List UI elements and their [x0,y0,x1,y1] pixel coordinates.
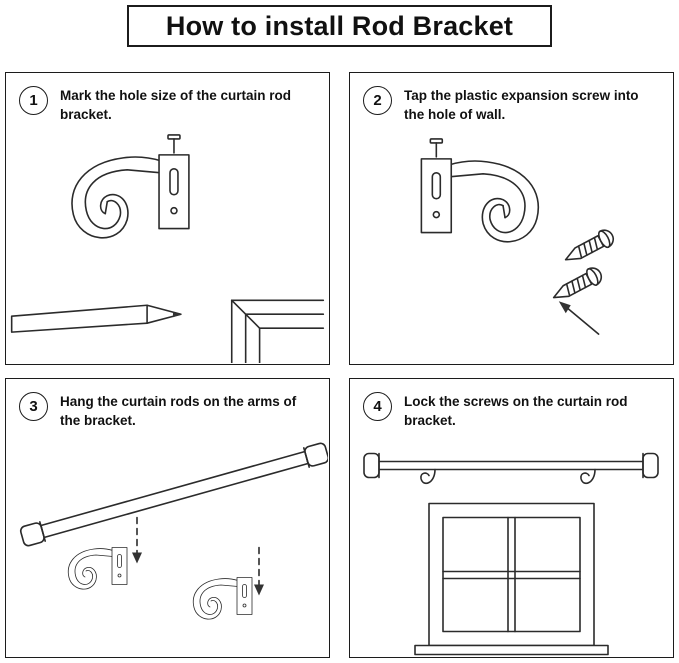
step-3-instruction: Hang the curtain rods on the arms of the… [60,394,297,428]
bracket-mounting-plate [158,154,190,230]
bracket-hole [170,206,178,215]
rod-bracket-hook [420,468,436,485]
arrow-head [132,552,142,564]
step-3-illustration [7,435,328,656]
step-panel-2: 2 Tap the plastic expansion screw into t… [349,72,674,365]
step-1-header: 1 Mark the hole size of the curtain rod … [6,73,329,125]
pencil-tip [146,304,182,324]
window-sill [414,644,609,656]
window-outer-frame [428,502,595,647]
step-2-drawing [420,138,615,335]
pencil-lead [172,312,181,318]
step-1-number-badge: 1 [19,86,48,115]
window-inner-frame [442,516,581,633]
screw-threads [577,236,599,259]
rod-body [40,450,309,539]
bracket-hook-outer [71,156,162,239]
window-illustration [414,502,609,656]
wall-bracket-illustration [67,547,128,590]
step-3-header: 3 Hang the curtain rods on the arms of t… [6,379,329,431]
step-1-illustration [7,129,328,363]
rod-finial-left [363,452,380,479]
window-mullion-vertical [507,516,516,633]
screw-shaft [552,272,593,299]
rod-body [378,460,644,471]
steps-grid: 1 Mark the hole size of the curtain rod … [5,72,674,658]
direction-arrow [558,301,600,335]
pencil-body [10,304,148,333]
step-1-instruction: Mark the hole size of the curtain rod br… [60,88,292,122]
bracket-hole [432,210,441,219]
step-2-number-badge: 2 [363,86,392,115]
dashed-arrow-down [132,516,142,564]
rod-finial-right [642,452,659,479]
step-panel-4: 4 Lock the screws on the curtain rod bra… [349,378,674,658]
screw-threads [565,274,587,297]
step-2-instruction: Tap the plastic expansion screw into the… [404,88,639,122]
expansion-screw-icon [564,229,615,261]
step-4-header: 4 Lock the screws on the curtain rod bra… [350,379,673,431]
mounted-rod-illustration [363,452,659,485]
rod-bracket-illustration [420,138,540,243]
step-panel-1: 1 Mark the hole size of the curtain rod … [5,72,330,365]
bracket-hook-inner [84,169,162,230]
pencil-illustration [10,304,182,333]
bracket-slot [169,168,179,196]
step-4-drawing [363,452,659,656]
dashed-arrow-down [254,546,264,596]
rod-finial-right [302,442,328,468]
step-3-drawing [19,442,328,620]
wall-bracket-illustration [192,577,253,620]
door-frame-illustration [230,299,325,363]
step-2-illustration [351,129,672,363]
curtain-rod-illustration [19,442,328,547]
step-4-number-badge: 4 [363,392,392,421]
door-frame-miter [230,299,261,329]
page-title: How to install Rod Bracket [127,5,552,47]
expansion-screw-icon [552,267,603,299]
screw-shaft [564,234,605,261]
step-panel-3: 3 Hang the curtain rods on the arms of t… [5,378,330,658]
arrow-head [558,301,571,314]
step-1-drawing [10,134,325,363]
step-3-number-badge: 3 [19,392,48,421]
arrow-head [254,584,264,596]
rod-bracket-hook [580,468,596,485]
bracket-slot [431,172,442,200]
step-4-illustration [351,435,672,656]
step-4-instruction: Lock the screws on the curtain rod brack… [404,394,628,428]
rod-bracket-illustration [71,134,190,239]
window-mullion-horizontal [442,570,581,580]
page-title-text: How to install Rod Bracket [165,10,514,41]
step-2-header: 2 Tap the plastic expansion screw into t… [350,73,673,125]
rod-finial-left [19,521,47,547]
